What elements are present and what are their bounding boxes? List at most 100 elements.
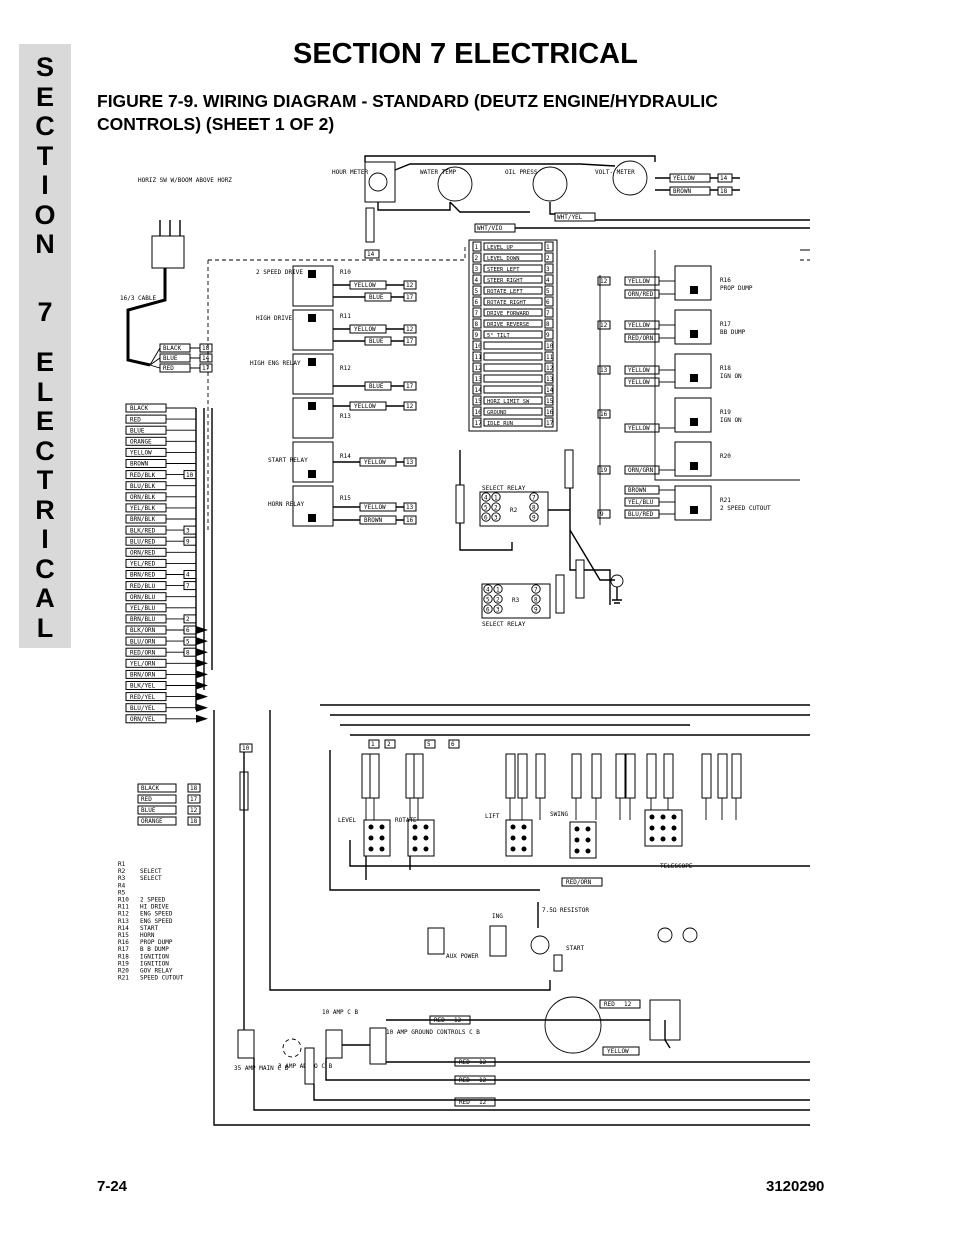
valve-pin (379, 835, 385, 841)
brown-wire-label: BROWN (673, 188, 691, 195)
relay-pin (491, 502, 501, 512)
outer-loop-wires (213, 710, 810, 1126)
right-relay-wire-num-text: 12 (600, 322, 608, 329)
valve-pin (412, 846, 418, 852)
yellow-bottom-text: YELLOW (607, 1048, 629, 1055)
terminal-row-label: STEER LEFT (487, 267, 520, 273)
valve-num-tag (448, 739, 460, 749)
terminal-right-num: 8 (546, 321, 550, 328)
harness-wire-label: BROWN (130, 461, 148, 468)
relay-pin (493, 604, 503, 614)
right-relay-id: R18 (720, 365, 731, 372)
harness-arrow (196, 670, 208, 679)
side-tab-letter: I (41, 170, 49, 200)
right-relay (674, 309, 712, 345)
terminal-row (483, 286, 543, 295)
right-relay-wire-label: YELLOW (628, 425, 650, 432)
right-relay-wire-label: RED/ORN (628, 335, 654, 342)
valve-wire-tag (517, 753, 528, 799)
terminal-left-pin (472, 252, 482, 263)
side-tab-letter: L (36, 612, 54, 643)
orn-blk-tag (455, 484, 465, 524)
terminal-row-label: ROTATE RIGHT (487, 300, 527, 306)
right-relay (674, 485, 712, 521)
legend-desc: ENG SPEED (140, 918, 173, 925)
terminal-left-num: 9 (475, 332, 479, 339)
valve-wire-tag (591, 753, 602, 799)
side-tab-letter: T (36, 465, 54, 495)
terminal-right-pin (544, 417, 554, 428)
svg-text:13: 13 (406, 504, 414, 511)
control-box-outline (207, 245, 810, 530)
legend-desc: B B DUMP (140, 946, 169, 953)
cable-16-3 (126, 268, 167, 367)
relay-wire-nums: 12 17 12 17 17 12 13 13 16 (403, 280, 417, 525)
svg-text:YELLOW: YELLOW (354, 403, 376, 410)
select-relay-r3-id: R3 (512, 597, 520, 604)
valve-label-rotate: ROTATE (395, 817, 417, 824)
lower-left-wire-label: ORANGE (141, 818, 163, 825)
relay-pin (529, 502, 539, 512)
cb-35amp (237, 1029, 255, 1059)
legend-desc: SELECT (140, 875, 162, 882)
terminal-row (483, 242, 543, 251)
cb-10amp-label: 10 AMP C B (322, 1009, 359, 1016)
terminal-row-label: HORZ LIMIT SW (487, 399, 530, 405)
valve-pin (649, 836, 655, 842)
svg-text:12: 12 (479, 1099, 487, 1106)
legend-desc: ENG SPEED (140, 911, 173, 918)
harness-num: 7 (186, 583, 190, 590)
cb-10amp (325, 1029, 343, 1059)
terminal-right-num: 16 (546, 409, 554, 416)
harness-wire-label: BLACK (130, 405, 148, 412)
right-relay-label: IGN ON (720, 417, 742, 424)
terminal-right-pin (544, 384, 554, 395)
valve-num-tag (424, 739, 436, 749)
yellow-vertical-tag (365, 207, 375, 243)
legend-desc: START (140, 925, 158, 932)
legend-desc: GOV RELAY (140, 968, 173, 975)
right-relay-wire-label: YELLOW (628, 379, 650, 386)
relay-pin-num: 4 (486, 587, 490, 594)
valve-num: 6 (451, 741, 455, 748)
gauge-bus-wire (364, 155, 656, 171)
relay-r14-label: START RELAY (268, 457, 308, 464)
svg-text:BLUE: BLUE (369, 383, 384, 390)
right-relay-id: R17 (720, 321, 731, 328)
terminal-right-pin (544, 263, 554, 274)
side-tab-letter: C (35, 111, 55, 141)
right-relay-label: IGN ON (720, 373, 742, 380)
relay-wire-tags: YELLOW BLUE YELLOW BLUE BLUE YELLOW YELL… (349, 280, 397, 525)
relay-r13-id: R13 (340, 413, 351, 420)
valve-wire-tag (571, 753, 582, 799)
terminal-right-pin (544, 395, 554, 406)
legend-id: R17 (118, 946, 129, 953)
legend-desc: SELECT (140, 868, 162, 875)
harness-wire-label: YEL/BLU (130, 605, 156, 612)
terminal-right-num: 13 (546, 376, 554, 383)
terminal-row (483, 308, 543, 317)
harness-arrow (196, 648, 208, 657)
right-relay-wire-num-text: 13 (600, 367, 608, 374)
right-relay-label: PROP DUMP (720, 285, 753, 292)
svg-text:YELLOW: YELLOW (364, 504, 386, 511)
right-relay-id: R16 (720, 277, 731, 284)
right-relay-wire-num (597, 276, 611, 286)
terminal-left-num: 4 (475, 277, 479, 284)
orange-num-tag (239, 743, 253, 753)
valve-wire-tag (717, 753, 728, 799)
relay-r13: R13 (292, 397, 351, 439)
lower-left-num-tag (187, 794, 201, 804)
legend-desc: IGNITION (140, 953, 169, 960)
harness-wire-label: YEL/BLK (130, 505, 156, 512)
side-tab-letter: E (35, 81, 54, 112)
right-relay-id: R21 (720, 497, 731, 504)
wire-num-18 (717, 186, 733, 196)
terminal-left-pin (472, 340, 482, 351)
harness-wire-label: ORN/YEL (130, 716, 156, 723)
terminal-left-pin (472, 362, 482, 373)
valve-pin (671, 836, 677, 842)
harness-num: 3 (186, 527, 190, 534)
yellow-bottom-tag (602, 1046, 640, 1056)
